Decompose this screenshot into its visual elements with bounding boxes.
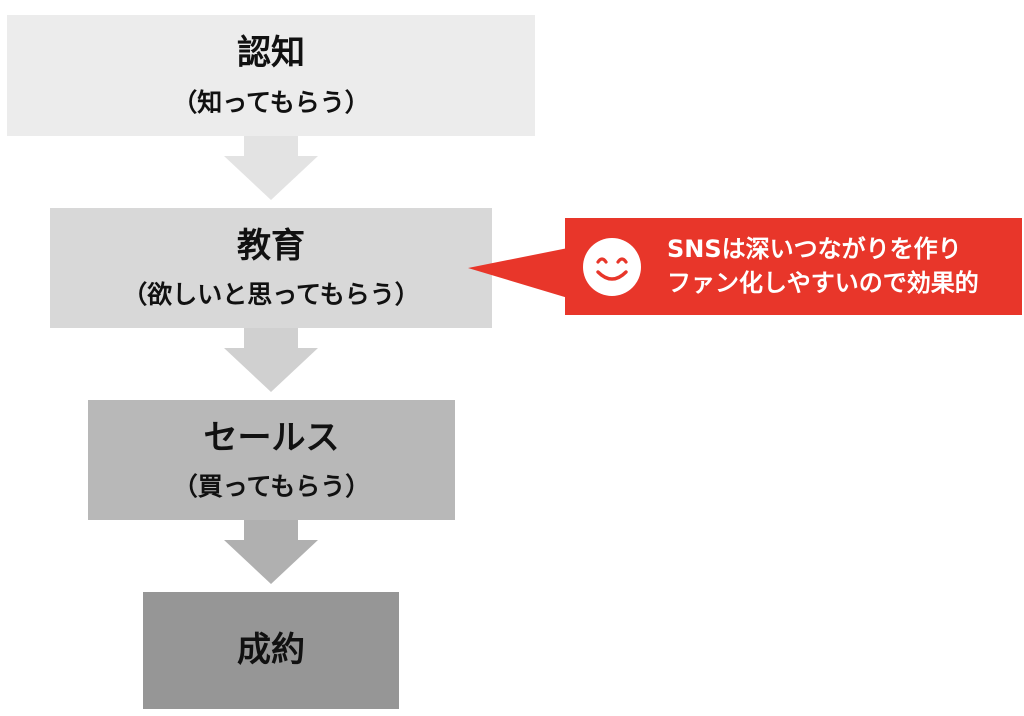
callout-line-1: SNSは深いつながりを作り — [667, 234, 962, 263]
stage-title: 成約 — [237, 630, 305, 671]
stage-title: 教育 — [237, 225, 305, 266]
stage-sales: セールス （買ってもらう） — [88, 400, 455, 520]
down-arrow-icon — [224, 520, 318, 584]
stage-conversion: 成約 — [143, 592, 399, 709]
stage-subtitle: （欲しいと思ってもらう） — [122, 280, 420, 310]
stage-subtitle: （買ってもらう） — [172, 472, 371, 502]
stage-subtitle: （知ってもらう） — [172, 87, 370, 117]
callout-line-2: ファン化しやすいので効果的 — [667, 268, 979, 297]
down-arrow-icon — [224, 328, 318, 392]
callout-pointer — [468, 248, 568, 298]
callout-note: SNSは深いつながりを作り ファン化しやすいので効果的 — [565, 218, 1022, 315]
smiley-face-icon — [581, 236, 643, 298]
down-arrow-icon — [224, 136, 318, 200]
stage-title: セールス — [203, 417, 340, 458]
stage-education: 教育 （欲しいと思ってもらう） — [50, 208, 492, 328]
stage-awareness: 認知 （知ってもらう） — [7, 15, 535, 136]
stage-title: 認知 — [237, 33, 305, 74]
